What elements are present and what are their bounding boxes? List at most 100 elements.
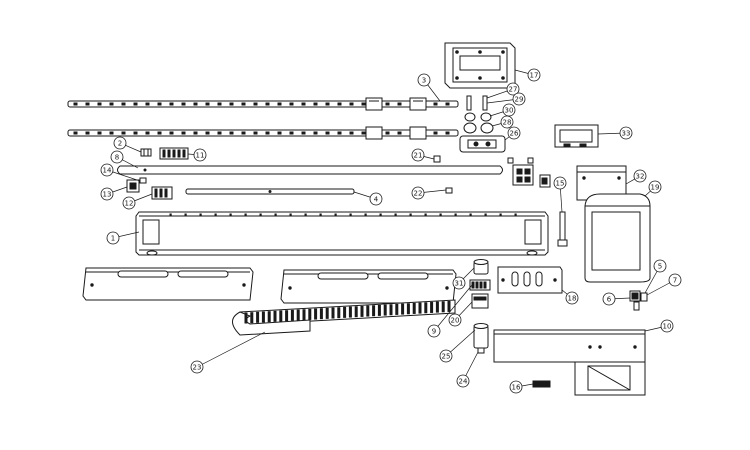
callout-label: 7: [673, 277, 677, 285]
callout-8: 8: [110, 150, 124, 164]
callout-label: 22: [414, 190, 423, 198]
callout-21: 21: [411, 148, 425, 162]
block-13: [126, 179, 140, 193]
callout-circle: [448, 313, 462, 327]
callout-label: 2: [118, 140, 122, 148]
callout-circle: [113, 136, 127, 150]
callout-14: 14: [100, 163, 114, 177]
callout-circle: [602, 292, 616, 306]
callout-4: 4: [369, 192, 383, 206]
callout-10: 10: [660, 319, 674, 333]
callout-16: 16: [509, 380, 523, 394]
small-part-22: [445, 187, 453, 194]
callout-group: 1234567891011121314151617181920212223242…: [100, 68, 682, 394]
callout-circle: [502, 103, 516, 117]
callout-circle: [660, 319, 674, 333]
callout-27: 27: [506, 82, 520, 96]
callout-label: 26: [510, 130, 519, 138]
callout-label: 16: [512, 384, 521, 392]
callout-12: 12: [122, 196, 136, 210]
callout-1: 1: [106, 231, 120, 245]
linear-rail-upper: [67, 97, 459, 111]
motor-24: [473, 323, 489, 354]
callout-label: 14: [103, 167, 112, 175]
base-bracket-10: [493, 329, 646, 396]
callout-6: 6: [602, 292, 616, 306]
callout-label: 31: [455, 280, 464, 288]
callout-17: 17: [527, 68, 541, 82]
cover-plate-33: [554, 124, 599, 148]
callout-label: 24: [459, 378, 468, 386]
leader-23: [196, 331, 266, 368]
callout-circle: [653, 259, 667, 273]
callout-label: 25: [442, 353, 451, 361]
callout-circle: [507, 126, 521, 140]
callout-25: 25: [439, 349, 453, 363]
bracket-left: [82, 267, 254, 301]
callout-circle: [110, 150, 124, 164]
small-part-21: [433, 155, 441, 163]
callout-circle: [427, 324, 441, 338]
mounting-plate-top: [444, 42, 516, 89]
callout-circle: [190, 360, 204, 374]
callout-32: 32: [633, 169, 647, 183]
callout-circle: [668, 273, 682, 287]
linear-rail-lower: [67, 126, 459, 140]
bracket-middle: [280, 269, 457, 304]
callout-label: 1: [111, 235, 115, 243]
guide-rod: [185, 188, 355, 195]
callout-22: 22: [411, 186, 425, 200]
callout-label: 9: [432, 328, 436, 336]
callout-label: 29: [515, 96, 524, 104]
callout-26: 26: [507, 126, 521, 140]
leader-9: [433, 284, 473, 332]
callout-circle: [512, 92, 526, 106]
callout-label: 32: [636, 173, 645, 181]
callout-circle: [193, 148, 207, 162]
callout-28: 28: [500, 115, 514, 129]
long-shaft: [117, 165, 503, 175]
callout-label: 4: [374, 196, 379, 204]
housing-19: [584, 193, 651, 283]
callout-circle: [100, 163, 114, 177]
callout-label: 18: [568, 295, 577, 303]
callout-23: 23: [190, 360, 204, 374]
leader-25: [445, 329, 476, 357]
block-12: [151, 186, 173, 200]
callout-circle: [565, 291, 579, 305]
callout-label: 23: [193, 364, 202, 372]
callout-circle: [619, 126, 633, 140]
callout-label: 28: [503, 119, 512, 127]
callout-label: 13: [103, 191, 112, 199]
callout-13: 13: [100, 187, 114, 201]
callout-15: 15: [553, 176, 567, 190]
callout-31: 31: [452, 276, 466, 290]
callout-label: 30: [505, 107, 514, 115]
main-beam: [135, 211, 549, 256]
callout-circle: [509, 380, 523, 394]
small-part-14: [139, 177, 147, 184]
pulley-9: [469, 279, 491, 291]
callout-circle: [553, 176, 567, 190]
callout-circle: [648, 180, 662, 194]
callout-2: 2: [113, 136, 127, 150]
callout-label: 3: [422, 77, 426, 85]
small-plate-16: [532, 380, 551, 388]
callout-circle: [527, 68, 541, 82]
small-block-2: [140, 148, 152, 157]
callout-33: 33: [619, 126, 633, 140]
callout-circle: [506, 82, 520, 96]
bar-15: [557, 211, 568, 247]
callout-9: 9: [427, 324, 441, 338]
callout-circle: [100, 187, 114, 201]
callout-circle: [411, 186, 425, 200]
bracket-32: [576, 165, 627, 201]
callout-circle: [369, 192, 383, 206]
callout-label: 27: [509, 86, 518, 94]
callout-5: 5: [653, 259, 667, 273]
callout-label: 17: [530, 72, 539, 80]
callout-18: 18: [565, 291, 579, 305]
callout-label: 20: [451, 317, 460, 325]
cable-chain: [232, 299, 456, 336]
